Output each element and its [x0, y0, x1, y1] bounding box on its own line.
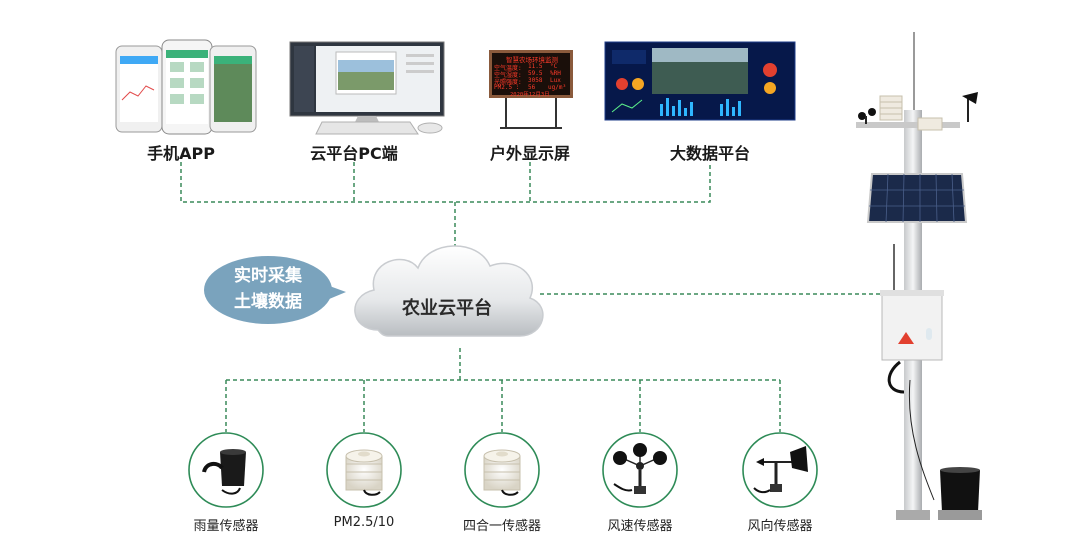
led-row-unit-2: Lux [550, 77, 561, 84]
led-row-unit-0: °C [550, 63, 558, 70]
weather-station-icon [856, 32, 982, 520]
cloud-icon [354, 245, 544, 337]
led-row-value-2: 3058 [528, 77, 543, 84]
led-row-name-3: PM2.5 : [494, 84, 520, 91]
mobile-app-icon [115, 39, 257, 135]
four-in-one-sensor-icon [483, 449, 521, 496]
sensor-label-four-in-one: 四合一传感器 [462, 519, 541, 534]
top-node-label-pc: 云平台PC端 [310, 144, 398, 163]
big-data-dashboard-icon [604, 41, 796, 121]
top-node-label-bigdata: 大数据平台 [669, 144, 750, 163]
pm-sensor-icon [345, 449, 383, 496]
cloud-label: 农业云平台 [402, 298, 492, 319]
bubble-line-1: 实时采集 [234, 266, 302, 286]
top-node-label-mobile: 手机APP [147, 144, 215, 163]
led-title: 智慧农场环境监测 [506, 56, 558, 64]
sensor-label-rain: 雨量传感器 [193, 519, 259, 534]
outdoor-led-display-icon [489, 50, 573, 129]
led-row-value-0: 11.5 [528, 63, 543, 70]
wind-vane-icon [753, 446, 808, 494]
led-row-name-1: 空气湿度: [494, 72, 522, 79]
led-row-name-0: 空气温度: [494, 65, 522, 72]
speech-bubble [204, 256, 346, 324]
sensor-label-anemometer: 风速传感器 [607, 519, 673, 534]
led-screen: 智慧农场环境监测 空气温度: 11.5 °C 空气湿度: 59.5 %RH 光照… [492, 53, 570, 98]
top-connectors [180, 162, 711, 246]
led-date: 2020年12月3日 [510, 92, 550, 98]
desktop-pc-icon [289, 41, 445, 135]
anemometer-icon [613, 443, 667, 494]
led-row-value-1: 59.5 [528, 70, 543, 77]
bubble-line-2: 土壤数据 [234, 292, 302, 312]
led-row-name-2: 光照强度: [494, 79, 522, 86]
rain-gauge-icon [202, 449, 246, 495]
sensor-label-pm: PM2.5/10 [333, 515, 395, 530]
sensor-label-wind-vane: 风向传感器 [747, 519, 813, 534]
led-row-value-3: 56 [528, 84, 536, 91]
led-row-unit-3: ug/m³ [548, 84, 567, 91]
top-node-label-led: 户外显示屏 [489, 144, 570, 163]
led-row-unit-1: %RH [550, 70, 561, 77]
bottom-connectors [225, 348, 781, 432]
